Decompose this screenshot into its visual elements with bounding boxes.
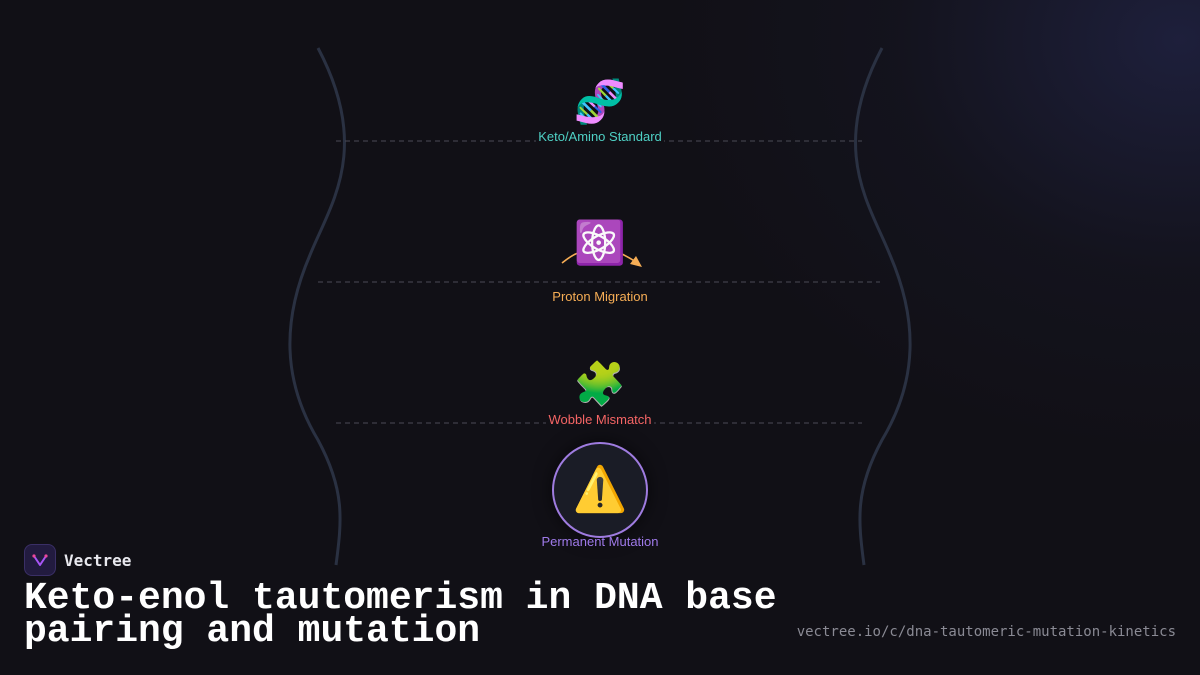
- atom-icon: ⚛️: [573, 218, 627, 267]
- mutation-node: ⚠️: [552, 442, 648, 538]
- node-label-mutation: Permanent Mutation: [541, 534, 659, 549]
- helix-strand-left: [288, 47, 346, 566]
- puzzle-icon: 🧩: [573, 359, 627, 408]
- brand-name: Vectree: [64, 550, 132, 570]
- brand: Vectree: [24, 544, 131, 576]
- warning-icon: ⚠️: [572, 464, 628, 515]
- vectree-logo-icon: [24, 544, 56, 576]
- proton-arrow-head: [630, 256, 642, 267]
- node-label-keto: Keto/Amino Standard: [536, 129, 664, 144]
- node-label-proton: Proton Migration: [550, 289, 650, 304]
- source-url: vectree.io/c/dna-tautomeric-mutation-kin…: [796, 624, 1176, 640]
- dna-icon: 🧬: [573, 77, 627, 126]
- node-label-wobble: Wobble Mismatch: [546, 412, 654, 427]
- page-title: Keto-enol tautomerism in DNA base pairin…: [24, 577, 777, 653]
- helix-strand-right: [854, 47, 912, 566]
